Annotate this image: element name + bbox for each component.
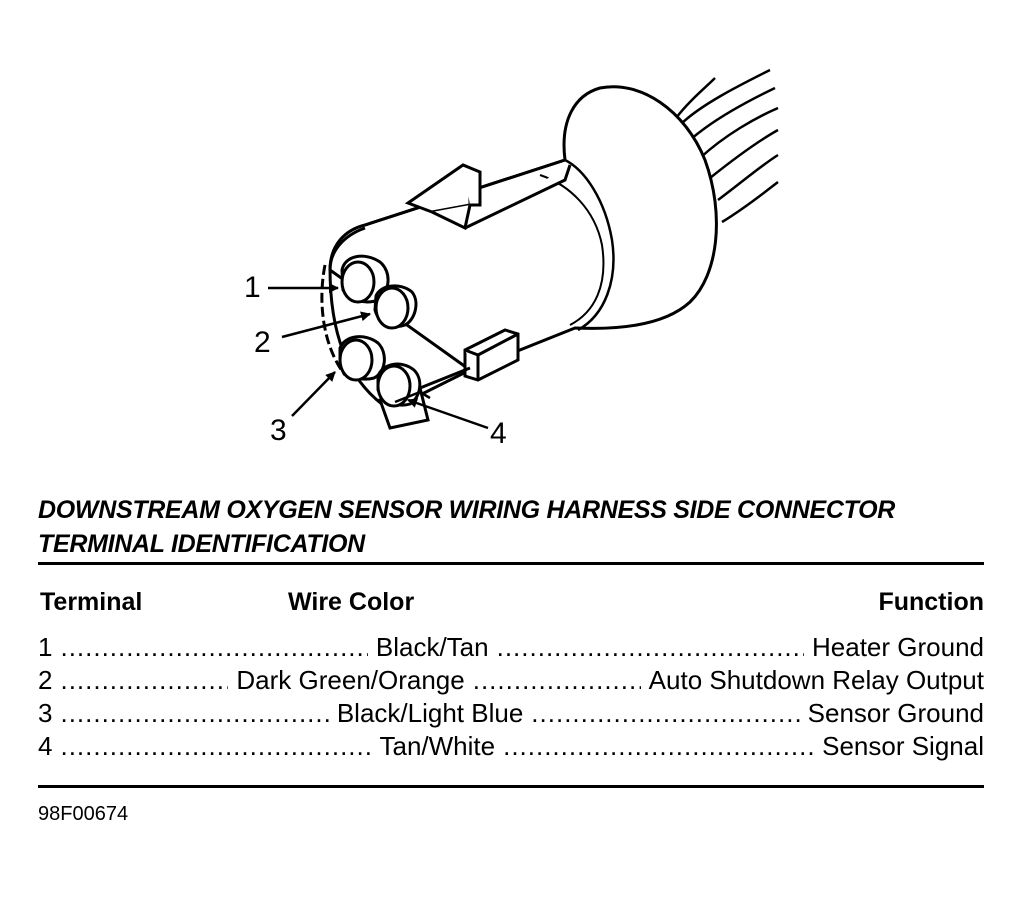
callout-label-4: 4 — [490, 417, 507, 450]
column-header-wire-color: Wire Color — [288, 588, 415, 616]
column-header-terminal: Terminal — [40, 588, 143, 616]
callout-labels: 1 2 3 4 — [244, 271, 507, 450]
dot-leader — [60, 665, 228, 696]
callout-arrows — [268, 283, 489, 430]
callout-arrow-2 — [281, 311, 371, 339]
dot-leader — [531, 698, 799, 729]
callout-label-1: 1 — [244, 271, 261, 304]
terminal-number: 4 — [38, 731, 53, 761]
page-title: DOWNSTREAM OXYGEN SENSOR WIRING HARNESS … — [38, 493, 988, 561]
terminal-function: Heater Ground — [812, 632, 984, 662]
connector-diagram: 1 2 3 4 — [244, 68, 779, 450]
terminal-function: Auto Shutdown Relay Output — [648, 665, 984, 695]
column-header-function: Function — [878, 588, 984, 616]
title-line-1: DOWNSTREAM OXYGEN SENSOR WIRING HARNESS … — [38, 496, 896, 524]
callout-arrow-3 — [291, 371, 336, 417]
divider-bottom — [38, 785, 984, 788]
dot-leader — [60, 698, 328, 729]
terminal-number: 1 — [38, 632, 53, 662]
dot-leader — [60, 731, 371, 762]
table-row: 2 Dark Green/Orange Auto Shutdown Relay … — [38, 665, 984, 699]
terminal-function: Sensor Signal — [822, 731, 984, 761]
callout-label-3: 3 — [270, 414, 287, 447]
title-line-2: TERMINAL IDENTIFICATION — [38, 530, 365, 558]
terminal-pins — [338, 254, 431, 408]
dot-leader — [503, 731, 814, 762]
wire-color: Black/Light Blue — [336, 698, 524, 728]
dot-leader — [497, 632, 804, 663]
callout-label-2: 2 — [254, 326, 271, 359]
table-row: 1 Black/Tan Heater Ground — [38, 632, 984, 666]
latch-tab — [404, 163, 572, 231]
callout-arrow-4 — [407, 398, 489, 430]
wire-color: Black/Tan — [375, 632, 489, 662]
table-row: 4 Tan/White Sensor Signal — [38, 731, 984, 765]
wire-color: Tan/White — [379, 731, 496, 761]
wire-color: Dark Green/Orange — [236, 665, 465, 695]
figure-id: 98F00674 — [38, 803, 129, 825]
dot-leader — [473, 665, 641, 696]
divider-top — [38, 562, 984, 565]
terminal-number: 2 — [38, 665, 53, 695]
terminal-function: Sensor Ground — [807, 698, 984, 728]
wire-bundle — [675, 68, 779, 224]
terminal-number: 3 — [38, 698, 53, 728]
table-row: 3 Black/Light Blue Sensor Ground — [38, 698, 984, 732]
dot-leader — [60, 632, 367, 663]
